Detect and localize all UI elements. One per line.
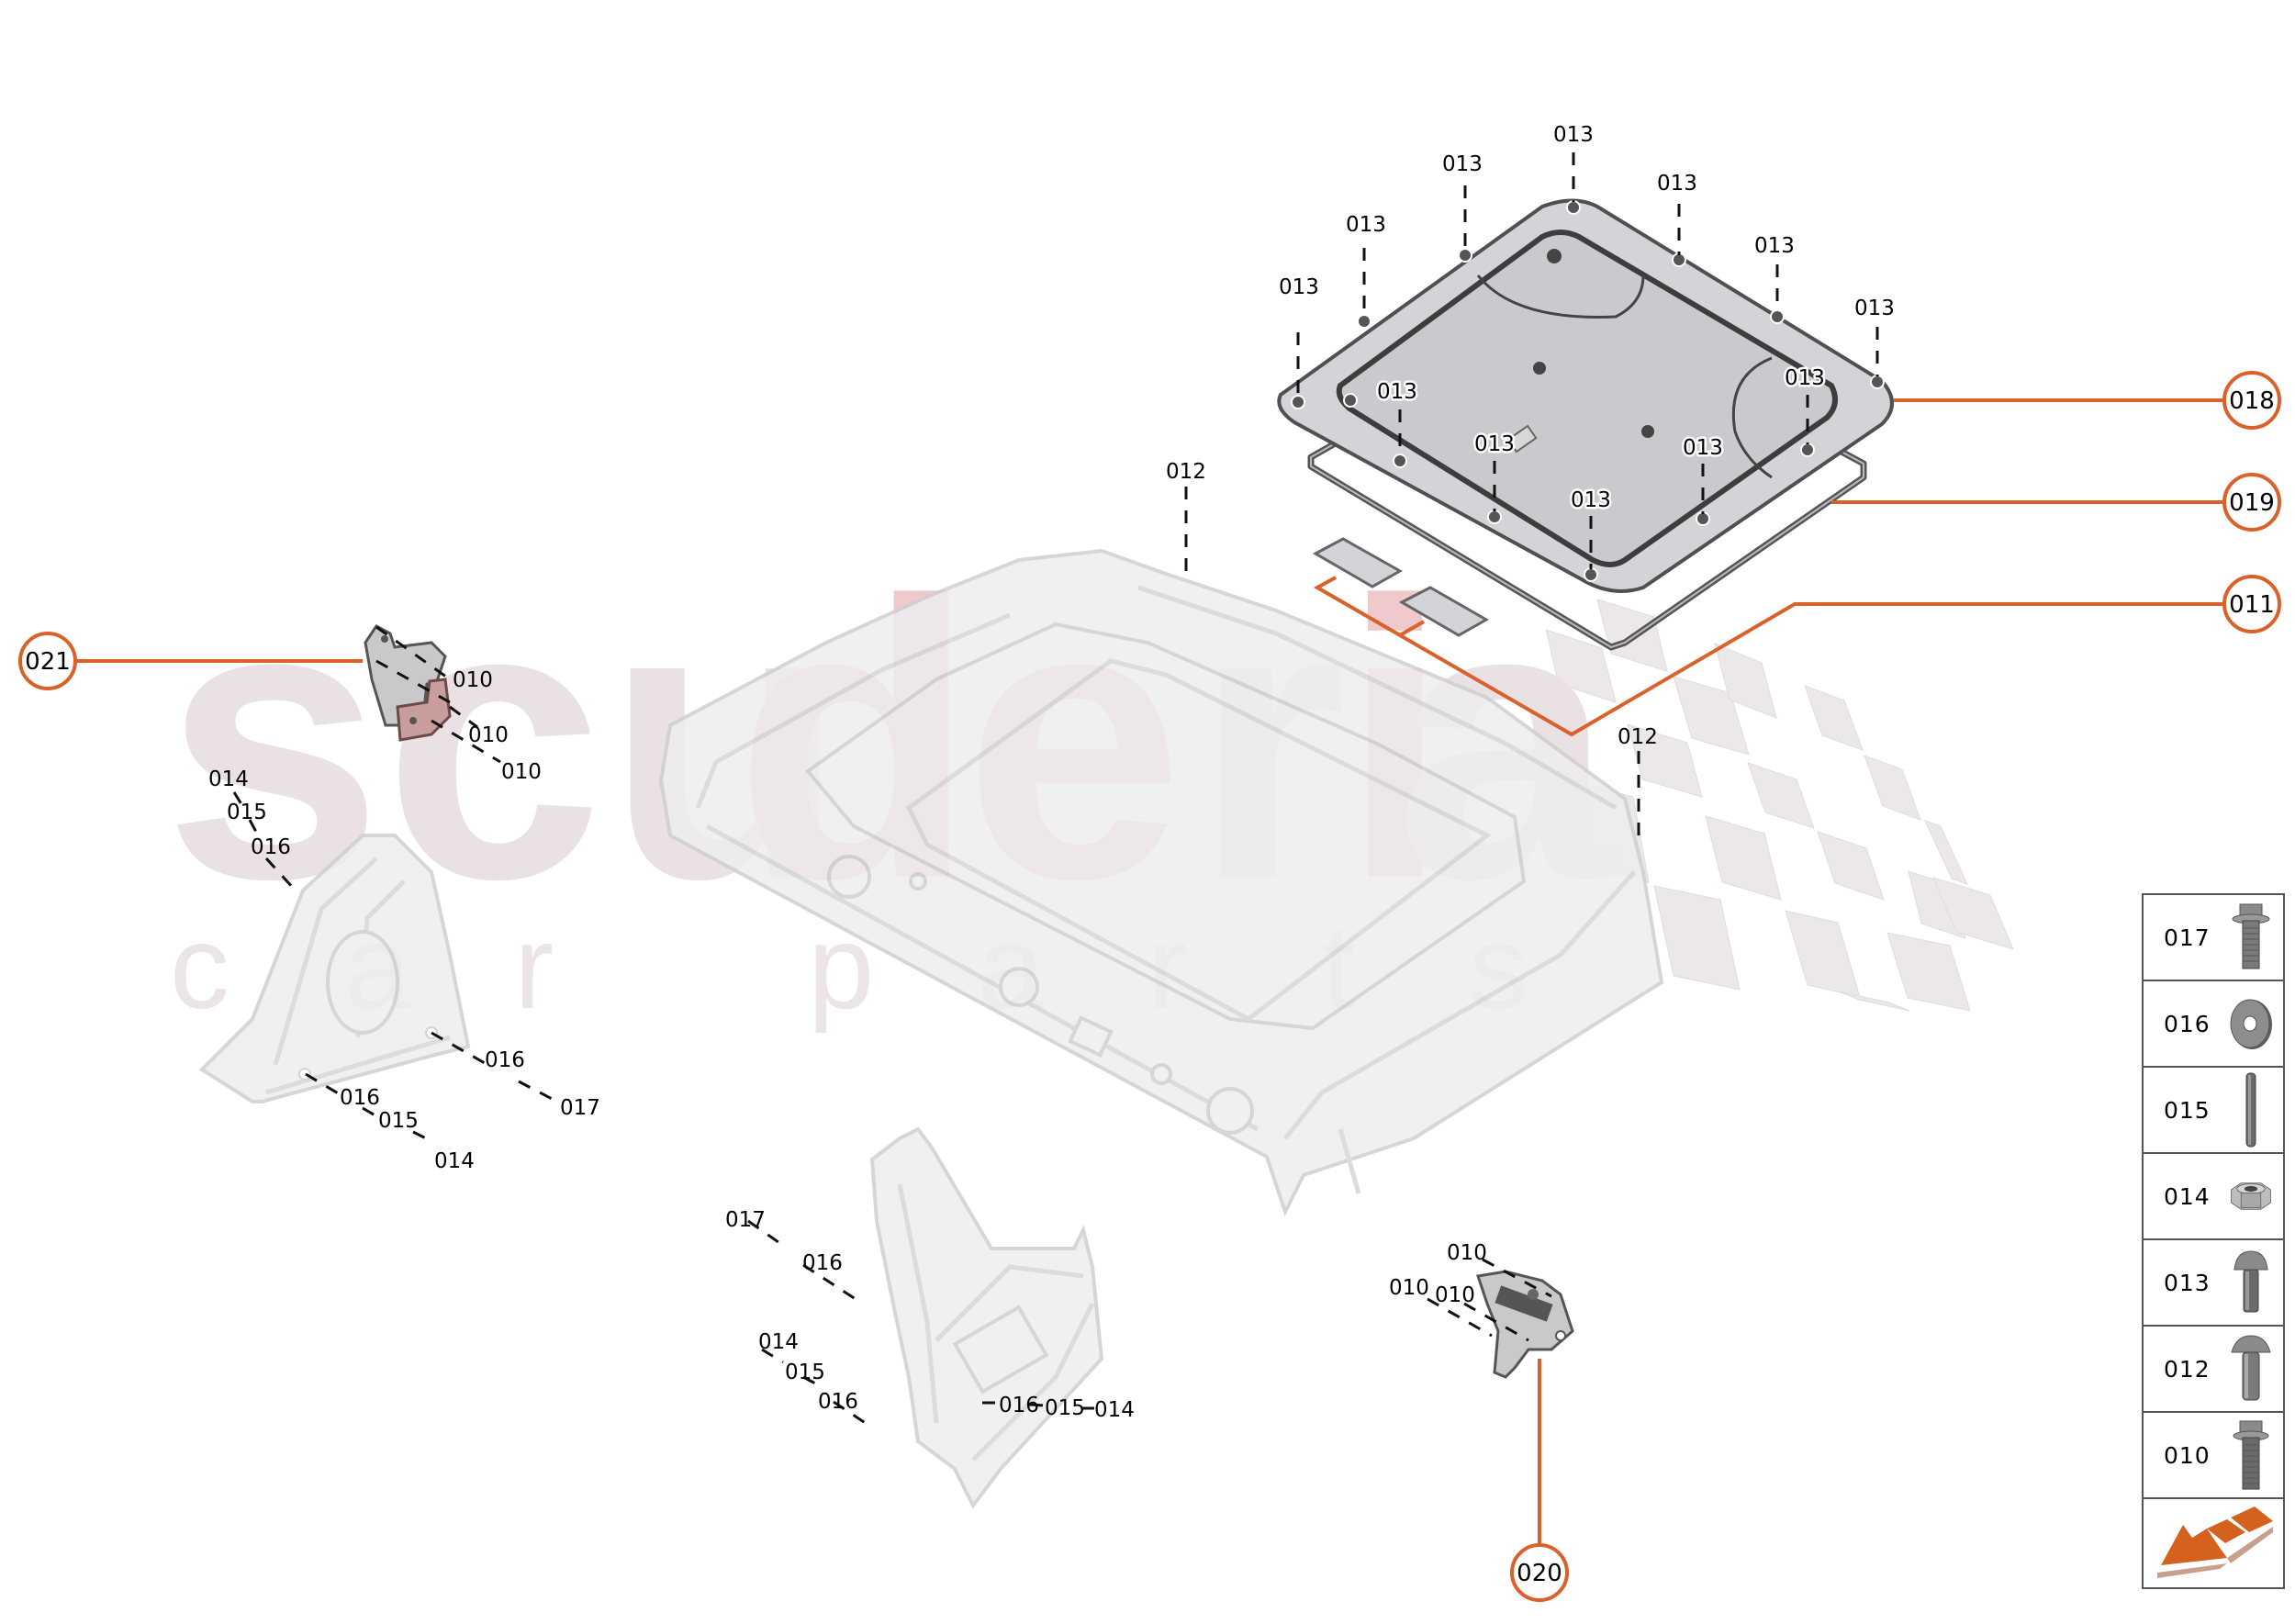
label-013: 013 (1683, 436, 1723, 460)
label-016: 016 (251, 835, 291, 859)
washer-icon (2228, 987, 2274, 1060)
legend-row-014[interactable]: 014 (2144, 1154, 2283, 1240)
callout-circle[interactable] (2222, 575, 2281, 633)
roof-panel-cover (1277, 198, 1894, 593)
legend-number: 016 (2164, 1010, 2211, 1037)
adhesive-pads (1312, 537, 1490, 637)
callout-label: 018 (2229, 387, 2275, 415)
legend-number: 014 (2164, 1182, 2211, 1210)
bolt-hole (1393, 454, 1407, 468)
orange-arrow-logo-icon (2154, 1505, 2273, 1582)
label-017: 017 (560, 1096, 600, 1120)
callout-circle[interactable] (2222, 473, 2281, 532)
label-013: 013 (1854, 297, 1895, 320)
flange-head-screw-icon (2228, 1332, 2274, 1406)
part-labels: 013 013 013 013 013 013 013 013 013 013 … (208, 121, 1897, 1423)
label-015: 015 (785, 1361, 825, 1384)
stud-pin-icon (2228, 1072, 2274, 1148)
legend-row-017[interactable]: 017 (2144, 895, 2283, 981)
callout-label: 021 (25, 648, 71, 676)
legend-number: 012 (2164, 1355, 2211, 1383)
flange-nut-icon (2228, 1159, 2274, 1233)
legend-row-013[interactable]: 013 (2144, 1240, 2283, 1327)
legend-row-016[interactable]: 016 (2144, 981, 2283, 1068)
label-010: 010 (453, 668, 493, 692)
roof-frame-structure (658, 548, 1664, 1217)
label-013: 013 (1571, 488, 1611, 512)
label-015: 015 (378, 1109, 419, 1133)
label-010: 010 (1435, 1283, 1475, 1307)
legend-footer (2144, 1499, 2283, 1587)
label-013: 013 (1785, 366, 1825, 390)
hex-flange-bolt-icon (2228, 901, 2274, 974)
left-side-pillar (198, 834, 471, 1103)
checkered-flag-watermark (1545, 599, 2014, 1012)
callout-018[interactable]: 018 (1894, 371, 2281, 430)
label-016: 016 (340, 1086, 380, 1110)
bolt-hole (1584, 567, 1598, 582)
label-013: 013 (1754, 234, 1795, 258)
callout-021[interactable]: 021 (18, 632, 363, 690)
button-head-screw-icon (2228, 1246, 2274, 1319)
callout-011[interactable]: 011 (1313, 575, 2281, 737)
callout-label: 019 (2229, 489, 2275, 517)
label-015: 015 (227, 801, 267, 824)
legend-number: 015 (2164, 1096, 2211, 1124)
fastener-legend: 017 016 015 014 013 012 010 (2142, 893, 2285, 1589)
leader-lines (232, 152, 1879, 1428)
label-013: 013 (1553, 123, 1594, 147)
legend-number: 013 (2164, 1269, 2211, 1296)
label-013: 013 (1657, 172, 1697, 196)
bolt-hole (1800, 442, 1815, 457)
label-014: 014 (1094, 1398, 1135, 1422)
bolt-hole (1343, 393, 1358, 408)
label-010: 010 (468, 723, 509, 747)
label-016: 016 (818, 1390, 858, 1414)
label-014: 014 (434, 1149, 475, 1173)
svg-text:c: c (170, 900, 230, 1034)
callout-020[interactable]: 020 (1510, 1359, 1569, 1602)
callout-circle[interactable] (18, 632, 77, 690)
bolt-hole (1487, 510, 1502, 524)
callout-label: 011 (2229, 591, 2275, 619)
legend-row-015[interactable]: 015 (2144, 1068, 2283, 1154)
label-010: 010 (1447, 1241, 1487, 1265)
label-014: 014 (758, 1330, 799, 1354)
legend-number: 010 (2164, 1441, 2211, 1469)
label-013: 013 (1474, 432, 1515, 456)
bolt-hole (1458, 248, 1472, 263)
callout-circle[interactable] (1510, 1543, 1569, 1602)
label-013: 013 (1442, 152, 1483, 176)
label-012: 012 (1166, 460, 1206, 484)
bolt-hole (1566, 200, 1581, 215)
legend-number: 017 (2164, 924, 2211, 951)
center-side-pillar (869, 1126, 1104, 1509)
bolt-hole (1672, 252, 1686, 267)
label-016: 016 (999, 1394, 1039, 1417)
bolt-hole (1696, 511, 1710, 526)
hex-bolt-icon (2228, 1418, 2274, 1492)
label-015: 015 (1045, 1396, 1085, 1420)
label-013: 013 (1377, 380, 1417, 404)
label-017: 017 (725, 1208, 766, 1232)
bolt-hole (1291, 395, 1305, 409)
bolt-hole (1357, 314, 1371, 329)
bolt-hole (1870, 375, 1885, 389)
label-010: 010 (1389, 1276, 1429, 1300)
legend-row-010[interactable]: 010 (2144, 1413, 2283, 1499)
label-013: 013 (1346, 213, 1386, 237)
label-013: 013 (1279, 275, 1319, 299)
legend-row-012[interactable]: 012 (2144, 1327, 2283, 1413)
callout-label: 020 (1517, 1560, 1562, 1587)
callout-019[interactable]: 019 (1831, 473, 2281, 532)
callout-circle[interactable] (2222, 371, 2281, 430)
label-016: 016 (802, 1251, 843, 1275)
label-012: 012 (1618, 725, 1658, 749)
bolt-hole (1770, 309, 1785, 324)
right-hinge-bracket (1476, 1270, 1574, 1379)
label-014: 014 (208, 767, 249, 791)
label-016: 016 (485, 1048, 525, 1072)
label-010: 010 (501, 760, 542, 784)
svg-text:r: r (514, 900, 554, 1034)
